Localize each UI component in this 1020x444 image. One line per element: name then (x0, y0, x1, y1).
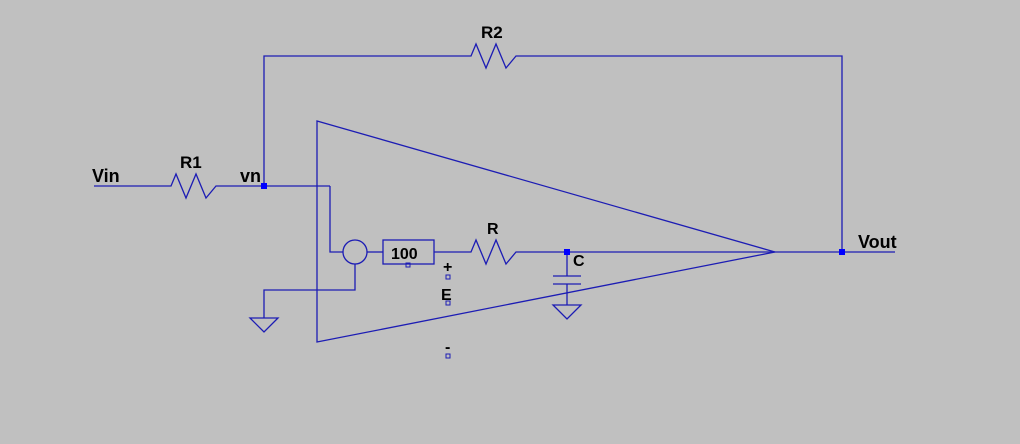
vn-junction-dot (261, 183, 267, 189)
minus-pin (445, 353, 451, 359)
internal-input-wire (329, 186, 343, 253)
plus-label: + (443, 259, 452, 276)
cap-junction-dot (564, 249, 570, 255)
r-label: R (487, 221, 499, 238)
e-plus-pin (445, 274, 451, 280)
r2-resistor-icon[interactable] (466, 42, 521, 70)
c-label: C (573, 253, 585, 270)
feedback-wire-right (521, 55, 843, 252)
r2-label: R2 (481, 23, 503, 42)
vout-label: Vout (858, 232, 897, 252)
minus-label: - (445, 339, 450, 356)
r-resistor-icon[interactable] (466, 238, 521, 266)
e-minus-pin (445, 300, 451, 306)
r1-label: R1 (180, 153, 202, 172)
ground-icon (551, 304, 583, 320)
gain-block-label: 100 (391, 246, 418, 263)
e-label: E (441, 287, 452, 304)
opamp-triangle-icon[interactable] (316, 120, 776, 343)
gain-block-pin (405, 262, 411, 268)
vn-label: vn (240, 166, 261, 186)
vout-junction-dot (839, 249, 845, 255)
vin-label: Vin (92, 166, 120, 186)
voltage-source-icon[interactable] (342, 239, 368, 265)
r1-resistor-icon[interactable] (166, 172, 221, 200)
ground-icon (248, 317, 280, 333)
source-ground-wire (263, 264, 356, 318)
feedback-wire-left (263, 55, 466, 186)
